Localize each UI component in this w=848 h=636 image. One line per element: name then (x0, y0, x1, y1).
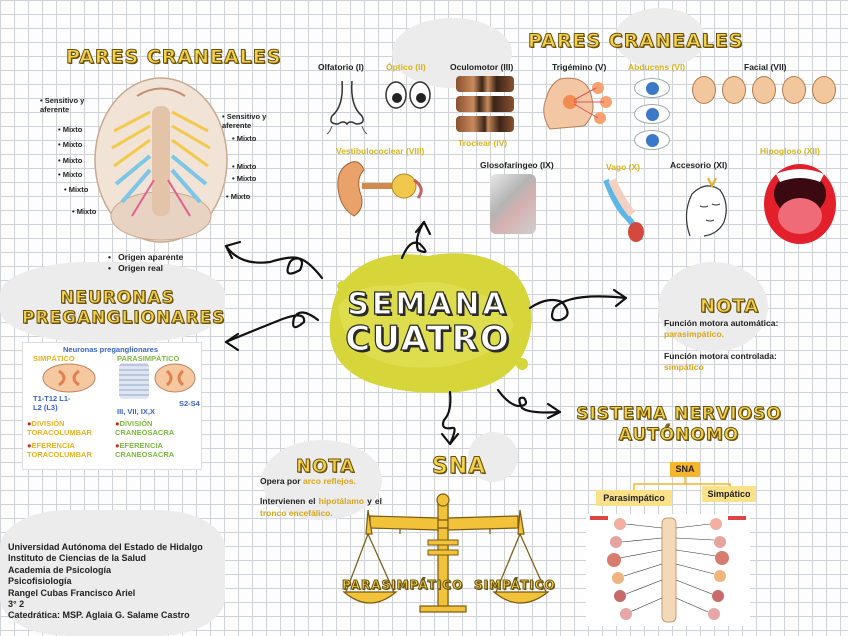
spinal-cord-icon (153, 363, 197, 393)
neuronas-title-line2: PREGANGLIONARES (22, 308, 225, 328)
panel-simpatico: SIMPÁTICO (33, 354, 75, 363)
panel-ef-toraco: ●EFERENCIA TORACOLUMBAR (27, 441, 107, 459)
nota-right-line2-hl: simpático (664, 362, 804, 373)
panel-ef-cranio: ●EFERENCIA CRANEOSACRA (115, 441, 195, 459)
panel-simp-levels: T1-T12 L1-L2 (L3) (33, 395, 77, 412)
balance-scale-illustration (340, 480, 550, 614)
nota-right-title: NOTA (700, 296, 759, 317)
panel-parasimpatico: PARASIMPÁTICO (117, 354, 179, 363)
footer-line: Rangel Cubas Francisco Ariel (8, 588, 203, 599)
neuronas-panel: Neuronas preganglionares SIMPÁTICO PARAS… (22, 342, 202, 470)
sistema-title-line2: AUTÓNOMO (574, 425, 784, 446)
footer-line: Academia de Psicología (8, 565, 203, 576)
footer-line: Psicofisiología (8, 576, 203, 587)
sna-root-box: SNA (670, 462, 700, 477)
footer-line: Catedrática: MSP. Aglaia G. Salame Castr… (8, 610, 203, 621)
panel-div-toraco: ●DIVISIÓN TORACOLUMBAR (27, 419, 107, 437)
sna-right-box: Simpático (702, 486, 756, 502)
footer-credits: Universidad Autónoma del Estado de Hidal… (8, 542, 203, 622)
sna-right-label: SIMPÁTICO (474, 578, 556, 592)
panel-title: Neuronas preganglionares (63, 345, 158, 354)
panel-div-cranio: ●DIVISIÓN CRANEOSACRA (115, 419, 195, 437)
nota-left-title: NOTA (296, 456, 355, 477)
footer-line: Instituto de Ciencias de la Salud (8, 553, 203, 564)
nota-right-line1: Función motora automática: (664, 318, 778, 328)
spinal-cord-icon (41, 363, 97, 393)
panel-para-levels: III, VII, IX,X (117, 407, 155, 416)
footer-line: 3° 2 (8, 599, 203, 610)
sna-left-box: Parasimpático (596, 490, 672, 506)
nota-right-line2: Función motora controlada: (664, 351, 804, 362)
ans-anatomy-diagram (586, 514, 750, 626)
sistema-title-line1: SISTEMA NERVIOSO (574, 404, 784, 425)
nota-right-line1-hl: parasimpático. (664, 329, 804, 340)
brain-stem-icon (119, 363, 149, 399)
sna-title: SNA (432, 454, 486, 479)
panel-para-levels2: S2-S4 (179, 399, 200, 408)
nota-right-text: Función motora automática: parasimpático… (664, 318, 804, 374)
neuronas-title-line1: NEURONAS (22, 288, 225, 308)
neuronas-title: NEURONAS PREGANGLIONARES (22, 288, 225, 328)
sna-left-label: PARASIMPÁTICO (342, 578, 463, 592)
footer-line: Universidad Autónoma del Estado de Hidal… (8, 542, 203, 553)
sistema-title: SISTEMA NERVIOSO AUTÓNOMO (574, 404, 784, 446)
